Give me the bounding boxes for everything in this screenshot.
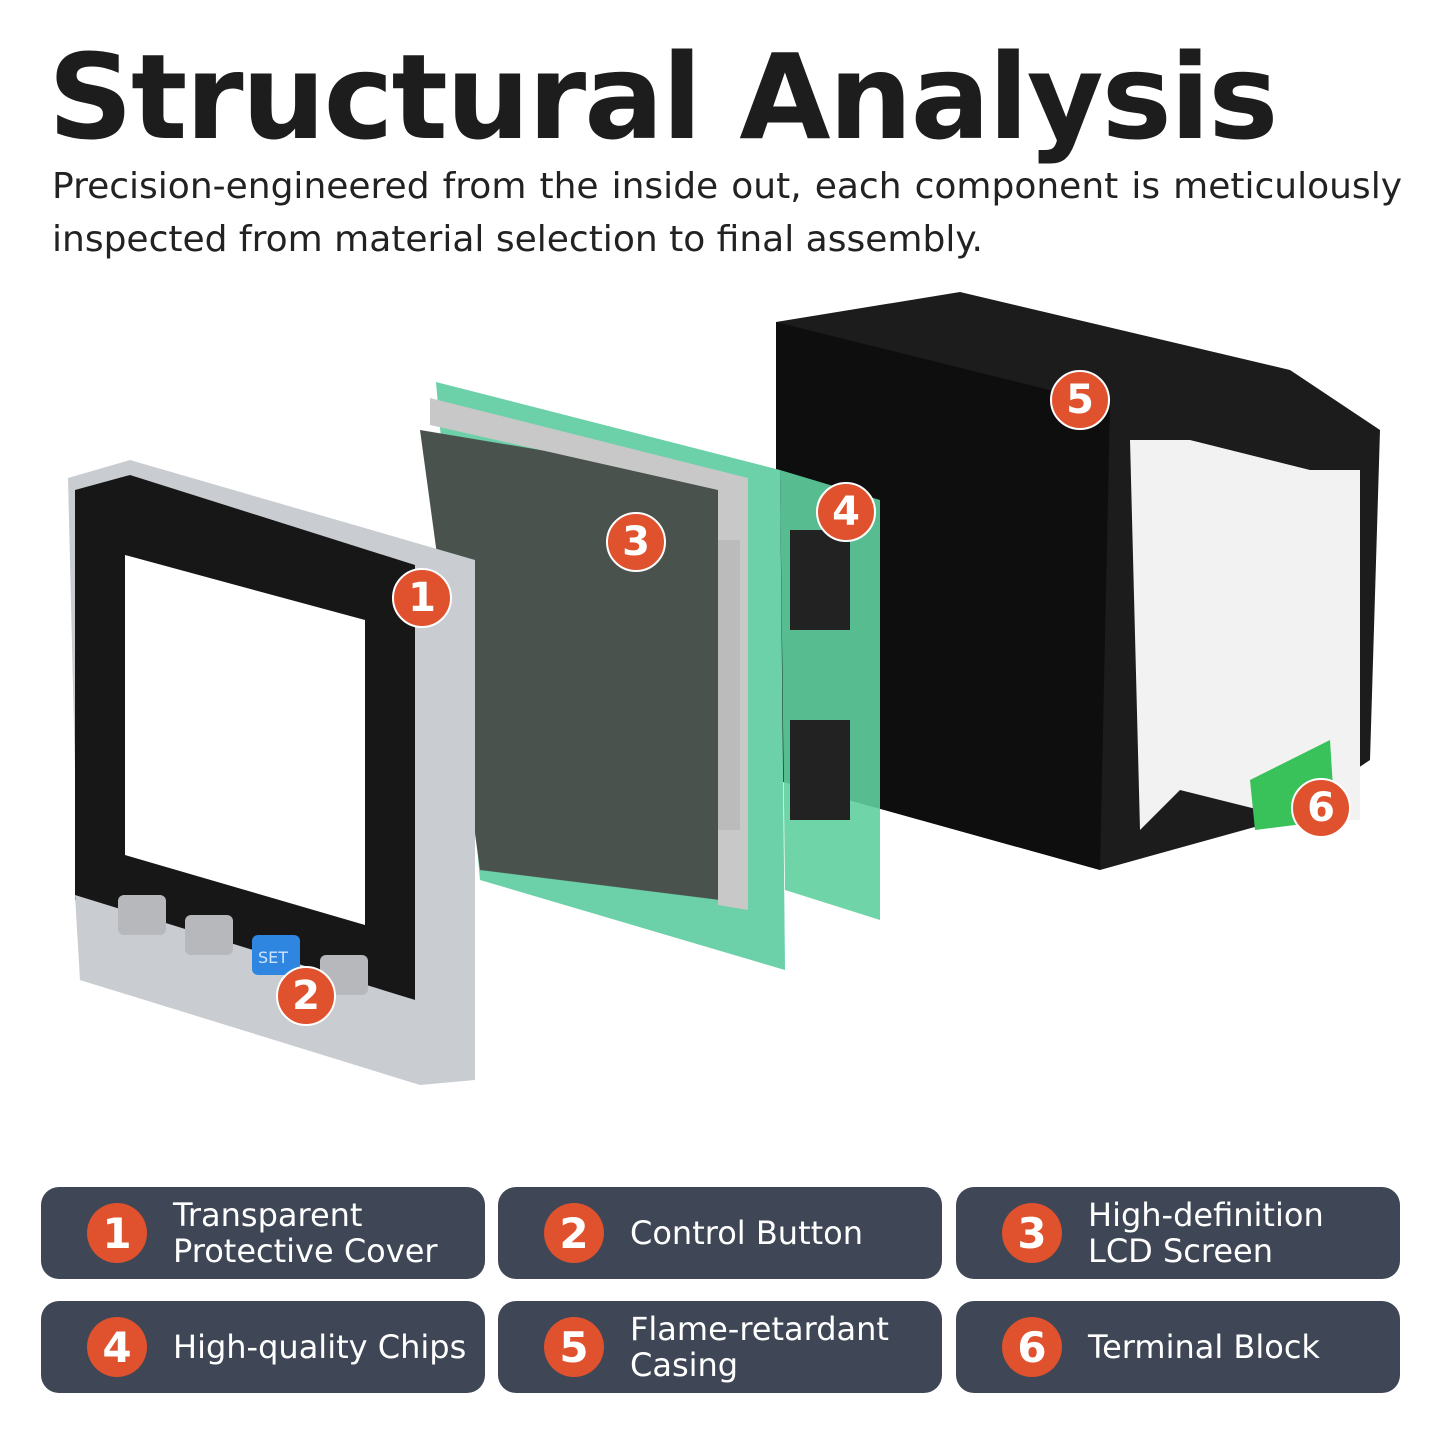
marker-2: 2 [276, 966, 336, 1026]
component-label: High-quality Chips [173, 1328, 467, 1366]
front-cover: SET [68, 460, 475, 1085]
marker-6: 6 [1291, 778, 1351, 838]
marker-5: 5 [1050, 370, 1110, 430]
number-badge: 2 [544, 1203, 604, 1263]
number-badge: 5 [544, 1317, 604, 1377]
number-badge: 3 [1002, 1203, 1062, 1263]
pcb-board [780, 470, 880, 920]
component-label: Terminal Block [1088, 1328, 1320, 1366]
component-label: Transparent Protective Cover [173, 1196, 438, 1270]
casing [776, 292, 1380, 870]
set-button [252, 935, 300, 975]
component-label: High-definition LCD Screen [1088, 1196, 1324, 1270]
number-badge: 6 [1002, 1317, 1062, 1377]
svg-text:SET: SET [258, 948, 288, 967]
number-badge: 4 [87, 1317, 147, 1377]
component-label: Control Button [630, 1214, 864, 1252]
number-badge: 1 [87, 1203, 147, 1263]
marker-3: 3 [606, 512, 666, 572]
page-title: Structural Analysis [48, 28, 1279, 166]
component-card-4: 4 High-quality Chips [41, 1301, 485, 1393]
component-card-5: 5 Flame-retardant Casing [498, 1301, 942, 1393]
exploded-view-illustration: SET 1 2 3 4 5 6 [0, 280, 1440, 1160]
marker-4: 4 [816, 482, 876, 542]
component-card-6: 6 Terminal Block [956, 1301, 1400, 1393]
component-label: Flame-retardant Casing [630, 1310, 889, 1384]
marker-1: 1 [392, 568, 452, 628]
page-subtitle: Precision-engineered from the inside out… [52, 166, 1402, 260]
device-exploded-drawing: SET [68, 292, 1380, 1085]
component-card-2: 2 Control Button [498, 1187, 942, 1279]
component-card-1: 1 Transparent Protective Cover [41, 1187, 485, 1279]
component-card-3: 3 High-definition LCD Screen [956, 1187, 1400, 1279]
